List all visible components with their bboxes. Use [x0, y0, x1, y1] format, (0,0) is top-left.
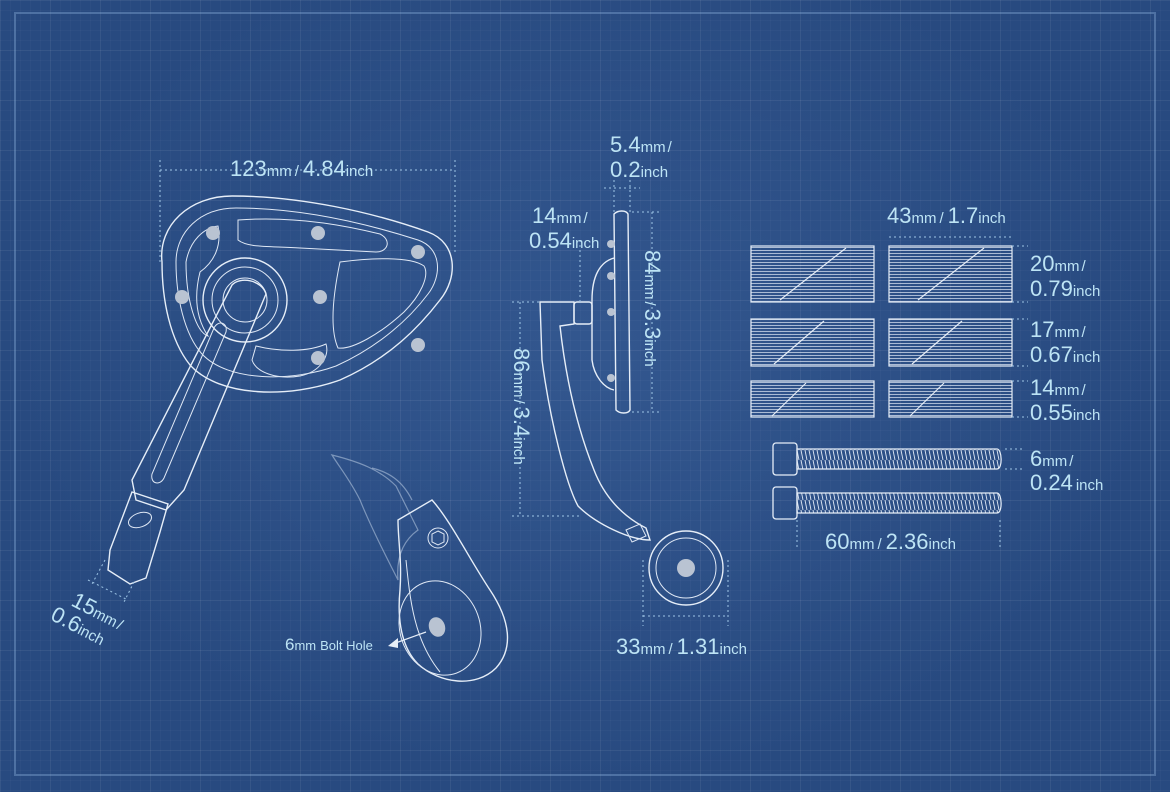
ghost-edge — [371, 467, 413, 501]
mirror-housing-outline — [161, 195, 453, 393]
dim-label-spacer-14: 14mm/ 0.55inch — [1030, 375, 1100, 425]
svg-text:0.55inch: 0.55inch — [1030, 400, 1100, 425]
dim-label-arm-height: 86mm/3.4inch — [509, 348, 534, 465]
mirror-housing-inner — [175, 207, 438, 378]
screw-dot — [411, 338, 425, 352]
dim-label-spacer-17: 17mm/ 0.67inch — [1030, 317, 1100, 367]
ghost-arm — [330, 454, 419, 581]
screw-dot — [311, 351, 325, 365]
screw-dot — [607, 374, 615, 382]
dim-label-mirror-height: 84mm/3.3inch — [640, 250, 665, 367]
svg-text:0.54inch: 0.54inch — [529, 228, 599, 253]
bolt — [772, 486, 1002, 520]
clamp-tab — [625, 523, 647, 543]
clamp-block — [107, 491, 169, 585]
dim-label-clamp-width: 33mm/1.31inch — [616, 634, 747, 659]
pocket-top — [237, 218, 388, 253]
screw-dot — [607, 240, 615, 248]
mirror-front-view — [87, 160, 456, 603]
screw-dot — [175, 290, 189, 304]
clamp-inner-side — [655, 537, 717, 599]
leader-arrow — [388, 638, 398, 648]
mirror-arm — [131, 279, 267, 511]
clamp-bolt-side — [677, 559, 695, 577]
clamp-face — [398, 580, 482, 676]
screw-dot — [607, 308, 615, 316]
svg-text:14mm/: 14mm/ — [1030, 375, 1086, 400]
spacer-17mm — [750, 318, 1013, 367]
dim-label-spacer-20: 20mm/ 0.79inch — [1030, 251, 1100, 301]
svg-text:6mm/: 6mm/ — [1030, 446, 1074, 471]
dim-label-bolt-length: 60mm/2.36inch — [825, 529, 956, 554]
ball-joint-hub — [202, 257, 288, 343]
bolts — [772, 442, 1022, 550]
bolt — [772, 442, 1002, 476]
mirror-glass-side — [613, 210, 631, 414]
dim-line — [123, 581, 135, 603]
ball-stud — [573, 301, 593, 325]
dim-label-mirror-thickness: 5.4mm/ 0.2inch — [610, 132, 673, 182]
svg-text:0.67inch: 0.67inch — [1030, 342, 1100, 367]
svg-text:0.79inch: 0.79inch — [1030, 276, 1100, 301]
dim-line — [91, 559, 106, 585]
spacer-14mm — [750, 380, 1013, 418]
dim-label-stem-width: 15mm/ 0.6inch — [47, 587, 126, 649]
ball-joint-ring — [211, 266, 279, 334]
svg-text:86mm/3.4inch: 86mm/3.4inch — [509, 348, 534, 465]
svg-text:5.4mm/: 5.4mm/ — [610, 132, 673, 157]
dim-label-ball-depth: 14mm/ 0.54inch — [529, 203, 599, 253]
screw-dot — [607, 272, 615, 280]
svg-text:0.2inch: 0.2inch — [610, 157, 668, 182]
screw-dot — [311, 226, 325, 240]
clamp-ring-side — [648, 530, 724, 606]
hex-socket — [427, 527, 449, 549]
pocket-right — [332, 258, 427, 349]
svg-text:17mm/: 17mm/ — [1030, 317, 1086, 342]
bolt-hole — [428, 617, 446, 637]
mirror-side-view — [512, 180, 729, 626]
screw-dot — [206, 226, 220, 240]
svg-text:20mm/: 20mm/ — [1030, 251, 1086, 276]
screw-dot — [411, 245, 425, 259]
mirror-back-side — [591, 257, 615, 391]
ball-joint-core — [222, 277, 268, 323]
spacer-20mm — [750, 245, 1013, 303]
arm-slot — [151, 322, 227, 484]
svg-text:84mm/3.3inch: 84mm/3.3inch — [640, 250, 665, 367]
blueprint-frame — [14, 12, 1156, 776]
arm-side — [539, 301, 651, 541]
screw-dot — [313, 290, 327, 304]
dim-label-overall-width: 123mm/4.84inch — [230, 156, 373, 181]
clamp-perspective-view — [330, 454, 509, 682]
hex-shape — [431, 530, 445, 546]
clamp-body — [397, 499, 509, 682]
clamp-hole — [127, 511, 153, 529]
spacer-blocks — [750, 236, 1028, 418]
svg-text:14mm/: 14mm/ — [532, 203, 588, 228]
clamp-edge — [405, 559, 441, 673]
dim-label-spacer-width: 43mm/1.7inch — [887, 203, 1006, 228]
